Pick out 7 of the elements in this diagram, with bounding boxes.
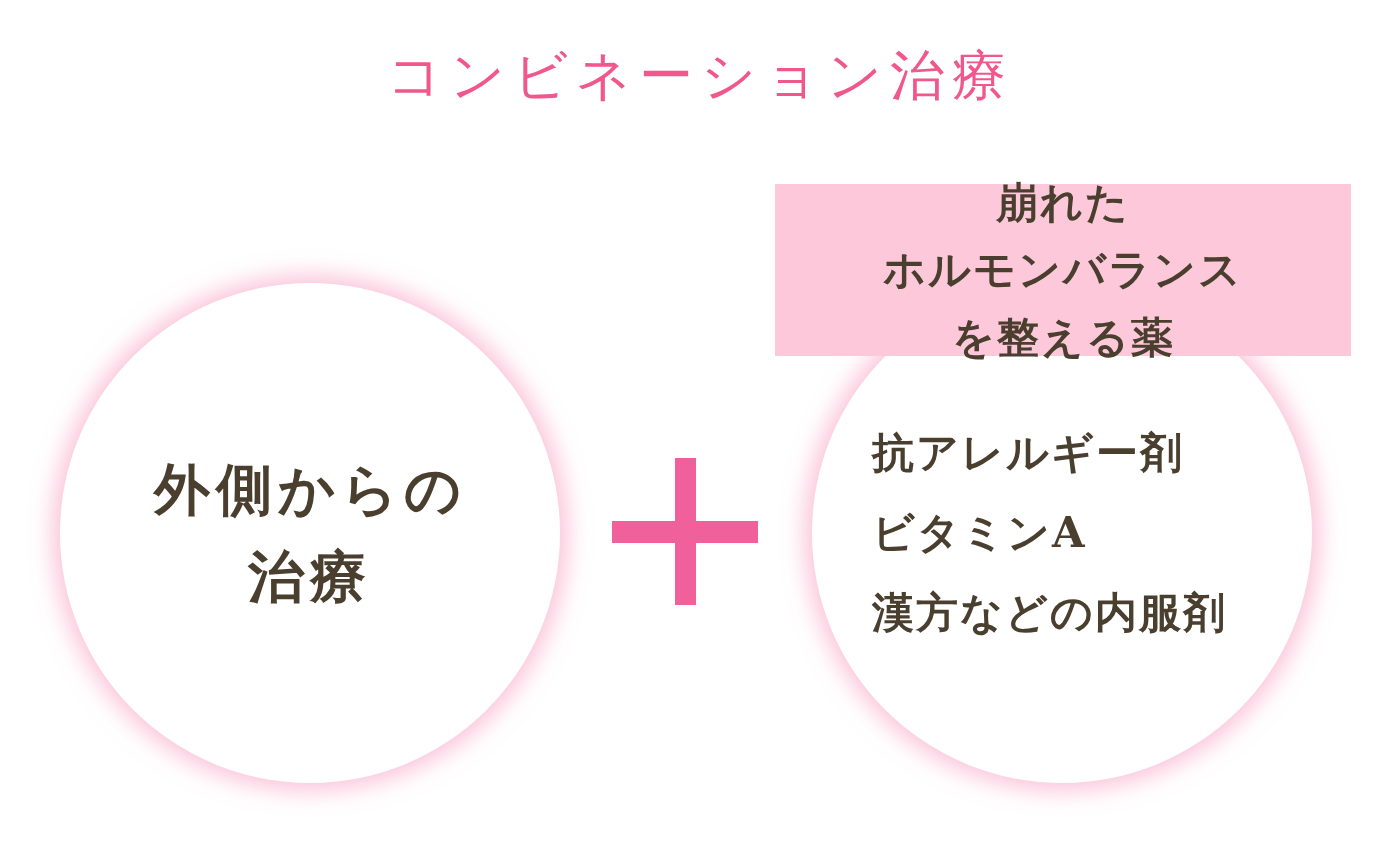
- plus-sign: [612, 458, 758, 605]
- title: コンビネーション治療: [385, 43, 1015, 109]
- node-text: 漢方などの内服剤: [872, 586, 1228, 639]
- node-text: 崩れたホルモンバランスを整える薬: [882, 177, 1244, 364]
- node-text: 抗アレルギー剤: [872, 427, 1185, 480]
- node-text: ビタミンA: [872, 507, 1088, 560]
- node-text: 外側からの治療: [152, 455, 468, 611]
